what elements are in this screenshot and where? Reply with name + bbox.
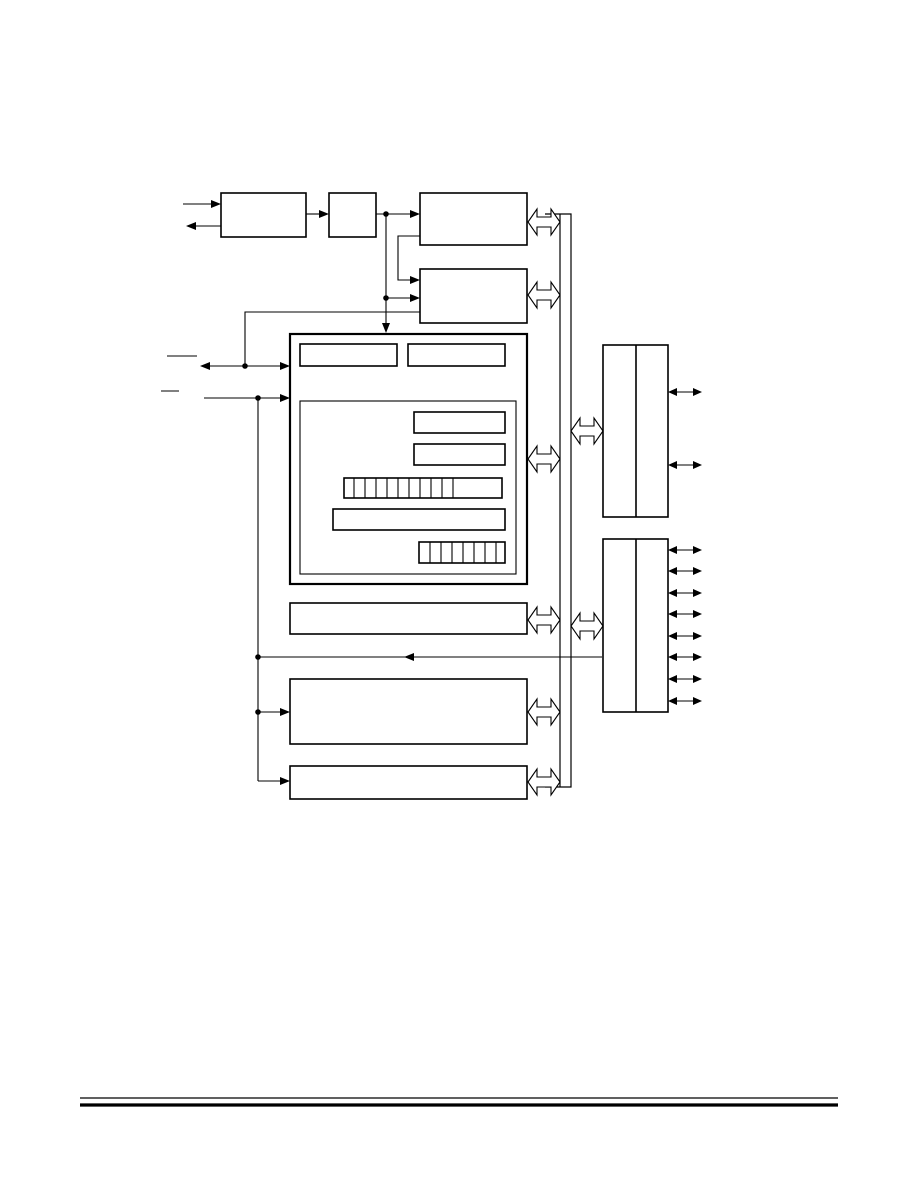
pin-arrowhead-left xyxy=(668,610,677,618)
bus-connectors xyxy=(527,207,604,797)
register-3-segmented xyxy=(343,477,503,499)
pin-arrowhead-right xyxy=(693,461,702,469)
pin-arrowhead-left xyxy=(668,675,677,683)
wire-right2-return xyxy=(244,311,420,366)
bus-outer xyxy=(545,213,572,788)
block-top-small xyxy=(328,192,377,238)
bus-double-arrow-port xyxy=(570,611,604,641)
register-4 xyxy=(332,508,506,531)
arrowhead-left-to-small xyxy=(319,210,329,218)
wire-right1-to-right2 xyxy=(397,235,420,281)
cpu-sub-block-left xyxy=(299,343,398,367)
arrowhead-trunk-to-right2 xyxy=(410,294,420,302)
pin-arrowhead-right xyxy=(693,653,702,661)
input-arrowhead-top xyxy=(211,200,221,208)
pin-arrowhead-right xyxy=(693,697,702,705)
pin-arrowhead-right xyxy=(693,675,702,683)
pin-arrowhead-left xyxy=(668,567,677,575)
cpu-block xyxy=(288,332,529,586)
cpu-register-area xyxy=(299,400,517,575)
arrowhead-trunk-down xyxy=(382,323,390,333)
block-lower-large xyxy=(289,678,528,745)
register-5-segmented xyxy=(418,541,506,564)
bus-double-arrow xyxy=(527,605,561,635)
junction-dot-signal-1 xyxy=(242,363,248,369)
pin-arrowhead-right xyxy=(693,546,702,554)
pin-arrowhead-right xyxy=(693,567,702,575)
block-top-right-1 xyxy=(419,192,528,246)
pin-arrowhead-left xyxy=(668,461,677,469)
bus-double-arrow xyxy=(527,280,561,310)
arrowhead-feedback xyxy=(404,653,414,661)
bus-double-arrow xyxy=(527,207,561,237)
pin-arrowhead-right xyxy=(693,610,702,618)
bus-double-arrow-port xyxy=(570,416,604,446)
bus-double-arrow xyxy=(527,444,561,474)
bus-double-arrow xyxy=(527,697,561,727)
register-1 xyxy=(413,411,506,434)
signal-arrowhead-1-right xyxy=(280,362,290,370)
output-arrowhead-top xyxy=(186,222,196,230)
block-top-left xyxy=(220,192,307,238)
arrowhead-small-to-right1 xyxy=(410,210,420,218)
block-top-right-2 xyxy=(419,268,528,324)
arrowhead-right1-to-right2 xyxy=(410,276,420,284)
cpu-sub-block-right xyxy=(407,343,506,367)
signal-arrowhead-2 xyxy=(280,394,290,402)
register-2 xyxy=(413,443,506,466)
arrowhead-to-lower-large xyxy=(280,708,290,716)
port-pins xyxy=(668,388,702,705)
register-3 xyxy=(343,477,503,499)
pin-arrowhead-left xyxy=(668,697,677,705)
arrowhead-to-bottom-wide xyxy=(280,777,290,785)
pin-arrowhead-right xyxy=(693,589,702,597)
pin-arrowhead-left xyxy=(668,546,677,554)
signal-arrowhead-1-left xyxy=(200,362,210,370)
pin-arrowhead-left xyxy=(668,388,677,396)
pin-arrowhead-right xyxy=(693,632,702,640)
register-5 xyxy=(418,541,506,564)
bus-double-arrow xyxy=(527,767,561,797)
pin-arrowhead-left xyxy=(668,653,677,661)
block-bottom-wide xyxy=(289,765,528,800)
pin-arrowhead-right xyxy=(693,388,702,396)
pin-arrowhead-left xyxy=(668,589,677,597)
block-middle-wide xyxy=(289,602,528,635)
pin-arrowhead-left xyxy=(668,632,677,640)
